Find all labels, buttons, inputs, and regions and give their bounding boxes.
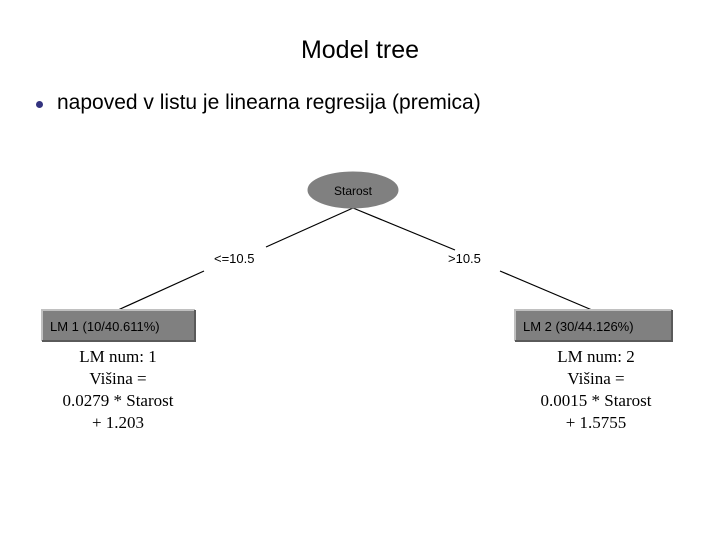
root-node-label: Starost — [334, 184, 373, 198]
leaf-model-line: LM num: 1 — [79, 347, 156, 366]
leaf-model-text-left: LM num: 1 Višina = 0.0279 * Starost + 1.… — [63, 347, 174, 432]
bullet-item-label: napoved v listu je linearna regresija (p… — [57, 91, 481, 114]
page-title: Model tree — [300, 36, 420, 64]
leaf-box-right-fill — [515, 310, 672, 341]
leaf-box-left-highlight — [41, 309, 195, 341]
tree-leaf-right[interactable]: LM 2 (30/44.126%) — [514, 309, 673, 342]
tree-edge-right — [352, 207, 593, 311]
leaf-box-right-shadow — [515, 310, 673, 342]
tree-leaf-left[interactable]: LM 1 (10/40.611%) — [41, 309, 196, 342]
leaf-box-right-highlight — [514, 309, 672, 341]
edge-label-left: <=10.5 — [214, 251, 255, 266]
leaf-model-text-right: LM num: 2 Višina = 0.0015 * Starost + 1.… — [541, 347, 652, 432]
leaf-model-line: LM num: 2 — [557, 347, 634, 366]
leaf-box-left-shadow — [42, 310, 196, 342]
tree-node-root[interactable]: Starost — [307, 171, 399, 209]
root-node-ellipse — [307, 171, 399, 209]
leaf-model-line: 0.0015 * Starost — [541, 391, 652, 410]
leaf-box-right-label: LM 2 (30/44.126%) — [523, 319, 634, 334]
leaf-model-line: + 1.5755 — [566, 413, 627, 432]
leaf-model-line: 0.0279 * Starost — [63, 391, 174, 410]
tree-edge-left — [117, 207, 354, 311]
leaf-model-line: Višina = — [567, 369, 624, 388]
bullet-dot-icon — [36, 101, 43, 108]
model-tree-diagram: Starost <=10.5 >10.5 LM 1 (10/40.611%) L… — [0, 150, 720, 460]
leaf-model-line: Višina = — [89, 369, 146, 388]
leaf-box-left-label: LM 1 (10/40.611%) — [50, 319, 160, 334]
bullet-list-item: napoved v listu je linearna regresija (p… — [36, 90, 686, 116]
edge-label-right: >10.5 — [448, 251, 481, 266]
leaf-model-line: + 1.203 — [92, 413, 144, 432]
leaf-box-left-fill — [42, 310, 195, 341]
